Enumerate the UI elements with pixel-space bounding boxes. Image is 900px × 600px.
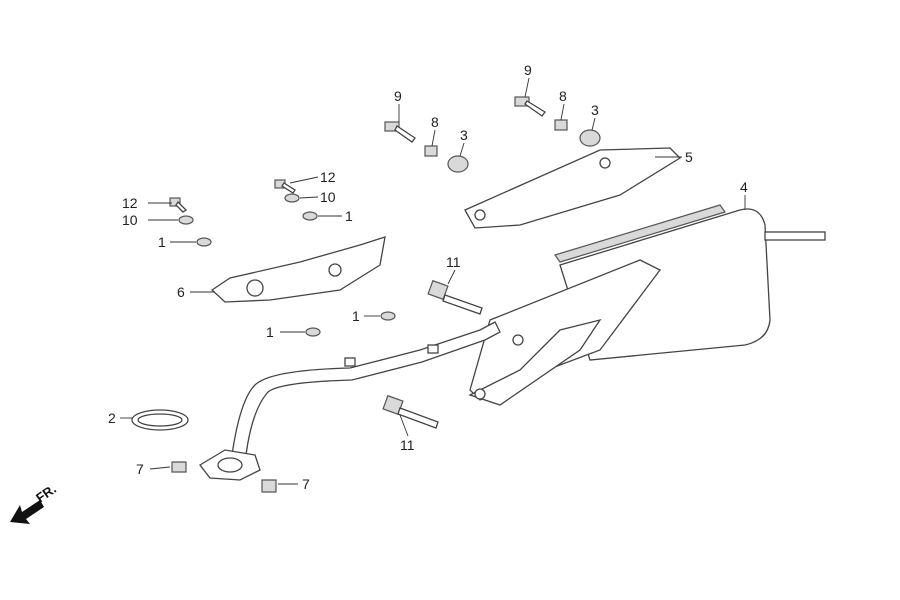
callout-12: 12 (122, 195, 138, 211)
callout-11: 11 (446, 254, 461, 270)
callout-4: 4 (740, 179, 748, 195)
callout-3: 3 (591, 102, 599, 118)
front-direction-indicator: FR. (10, 481, 59, 524)
front-arrow-icon (10, 500, 44, 524)
callout-7: 7 (136, 461, 144, 477)
callout-1: 1 (266, 324, 274, 340)
callout-10: 10 (122, 212, 138, 228)
callout-1: 1 (345, 208, 353, 224)
callout-10: 10 (320, 189, 336, 205)
callout-11: 11 (400, 437, 415, 453)
callout-7: 7 (302, 476, 310, 492)
callout-12: 12 (320, 169, 336, 185)
exhaust-pipe-heat-shield-part (210, 236, 386, 303)
leader-lines (120, 77, 746, 485)
muffler-part (468, 204, 826, 406)
callout-5: 5 (685, 149, 693, 165)
callout-1: 1 (352, 308, 360, 324)
gasket-inner (137, 413, 183, 427)
callout-8: 8 (559, 88, 567, 104)
bolt-part (382, 279, 483, 429)
nut-part (261, 479, 277, 493)
exhaust-pipe-part (199, 321, 501, 481)
nut-part (171, 461, 187, 473)
callout-labels: 9 8 3 9 8 3 5 4 12 10 1 12 10 1 6 11 1 1… (108, 62, 748, 492)
callout-2: 2 (108, 410, 116, 426)
callout-3: 3 (460, 127, 468, 143)
front-label: FR. (33, 481, 59, 505)
callout-9: 9 (524, 62, 532, 78)
callout-1: 1 (158, 234, 166, 250)
muffler-heat-shield-part (464, 147, 682, 229)
callout-8: 8 (431, 114, 439, 130)
callout-9: 9 (394, 88, 402, 104)
small-hardware (169, 96, 601, 337)
callout-6: 6 (177, 284, 185, 300)
